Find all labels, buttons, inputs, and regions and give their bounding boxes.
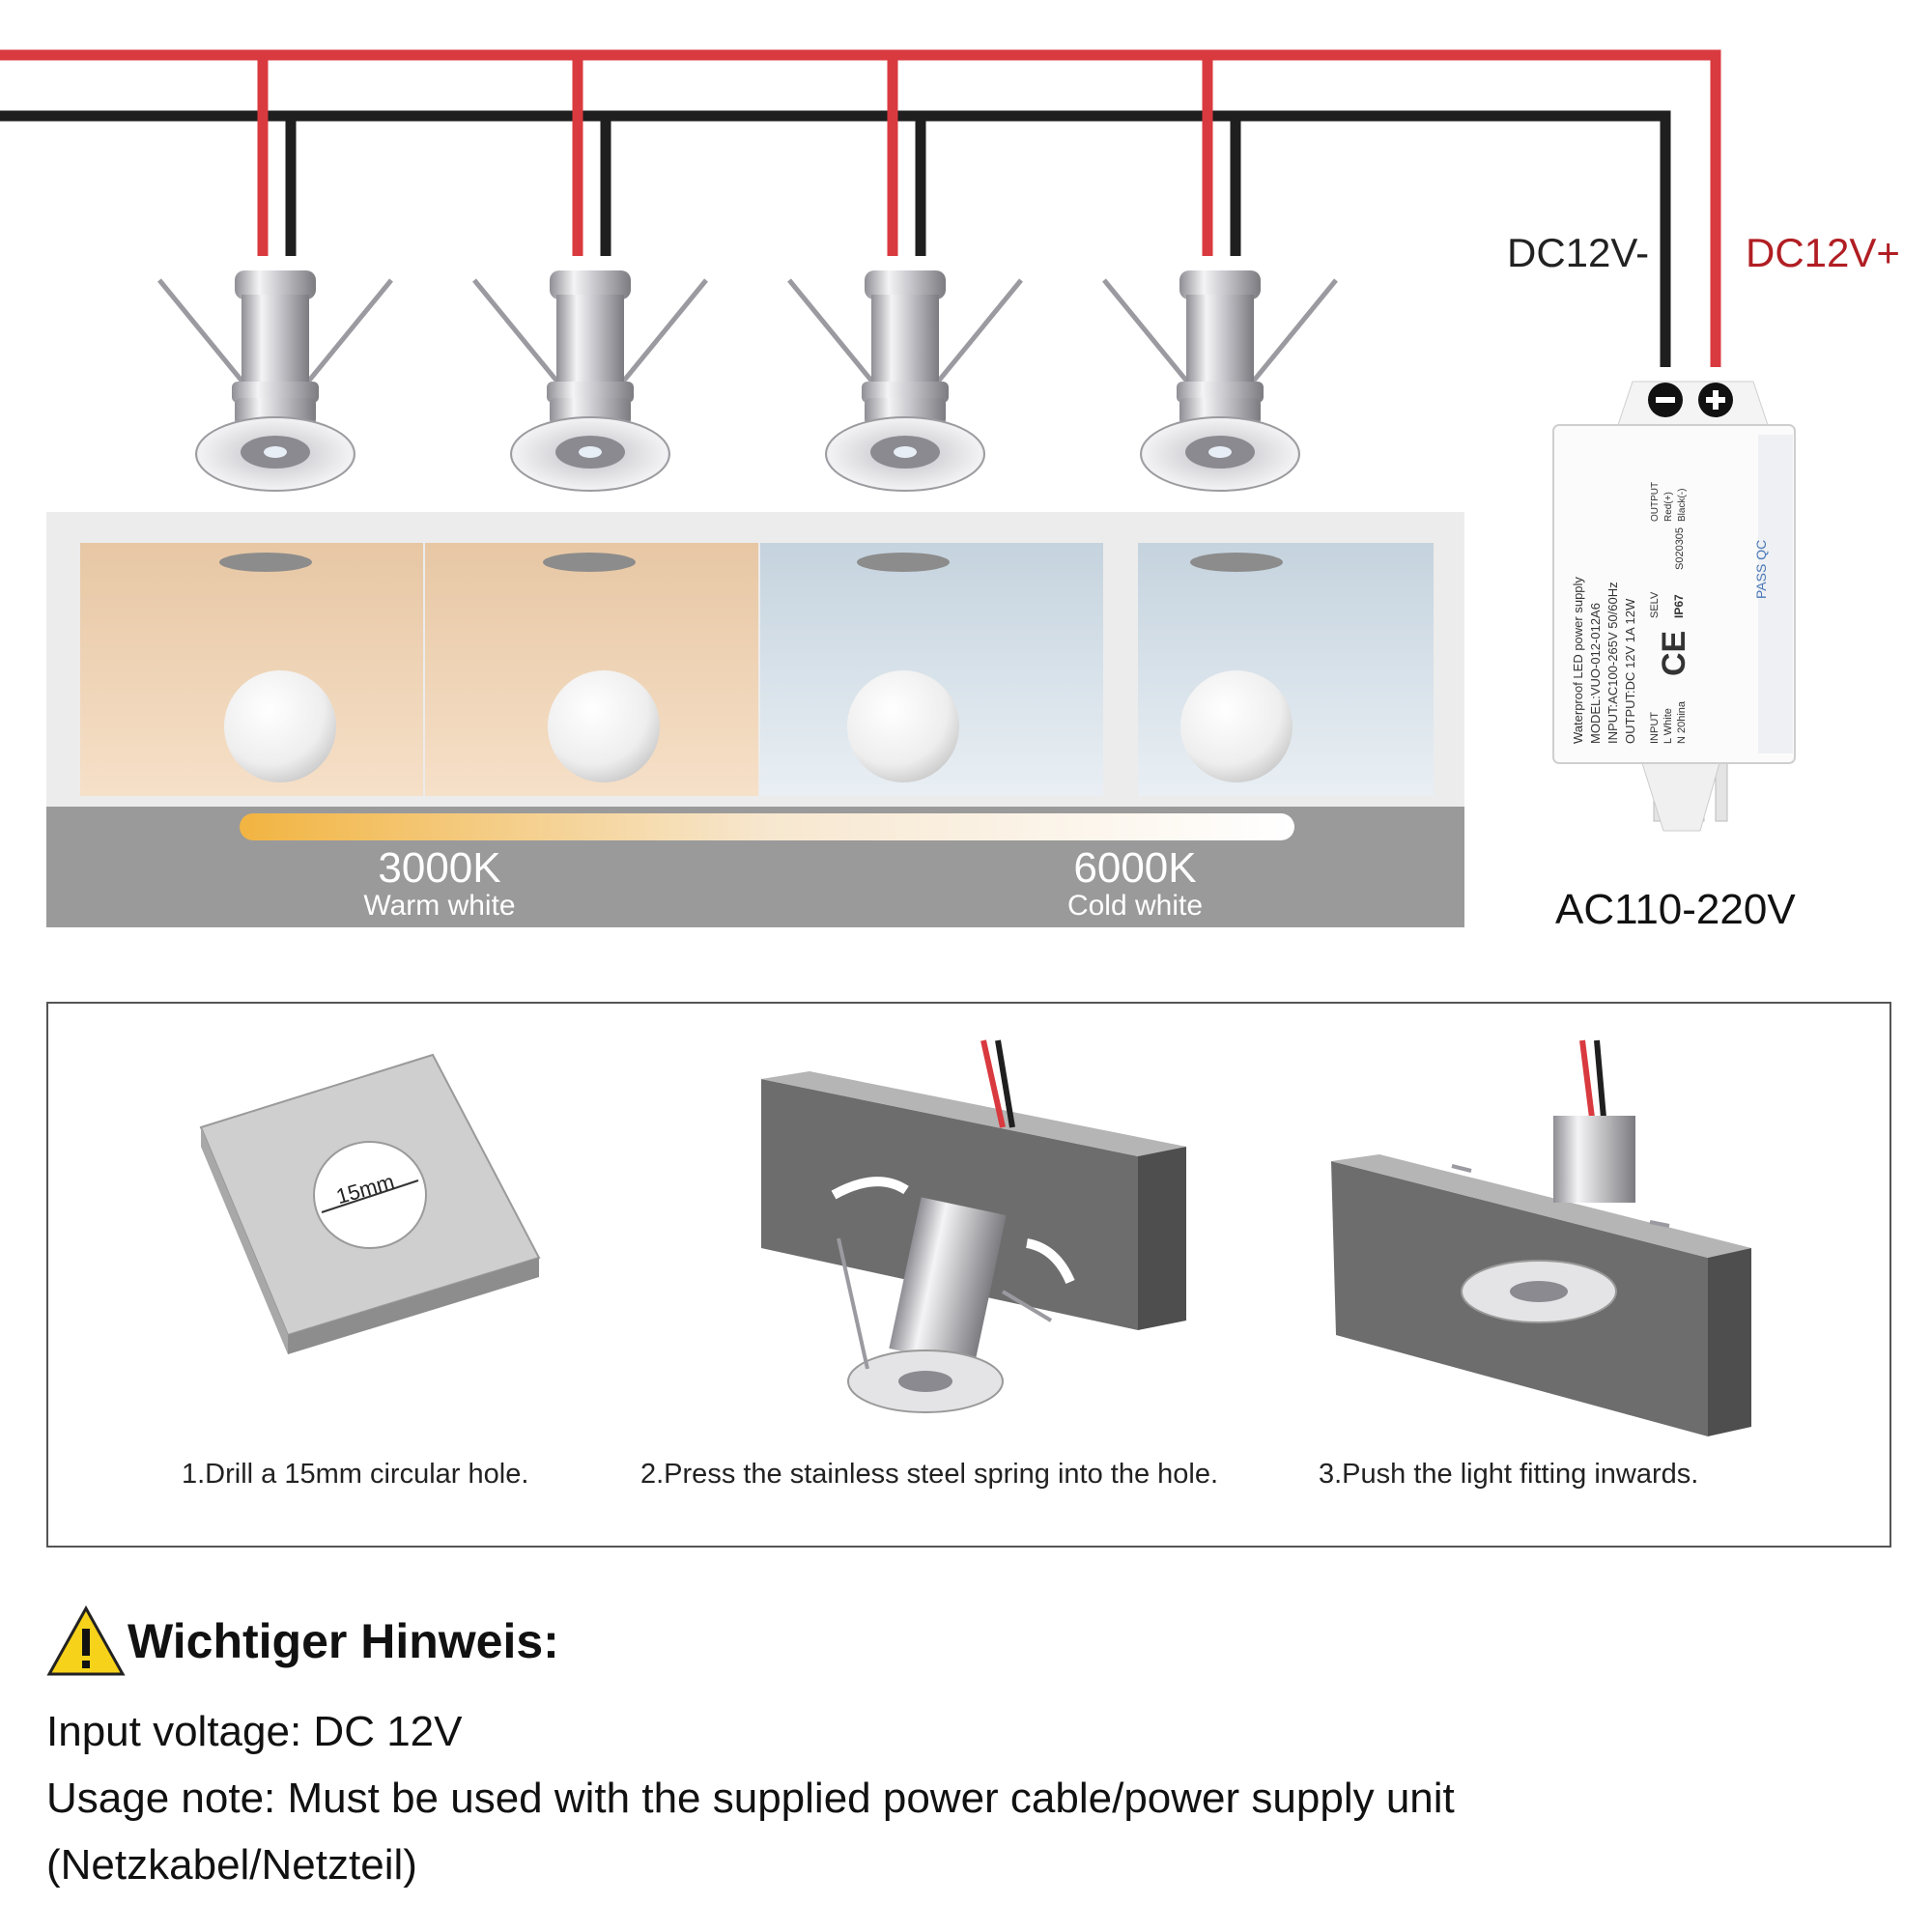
psu-input-n: N 20hina xyxy=(1676,700,1688,744)
psu-output-red: Red(+) xyxy=(1663,492,1674,522)
notice-line-2: Usage note: Must be used with the suppli… xyxy=(46,1775,1455,1822)
dc-positive-label: DC12V+ xyxy=(1746,230,1900,275)
warning-icon xyxy=(46,1605,126,1676)
power-supply-label: Waterproof LED power supply MODEL:VUO-01… xyxy=(1563,444,1785,753)
step-2-caption: 2.Press the stainless steel spring into … xyxy=(640,1459,1219,1490)
light-drop-wires xyxy=(257,55,1241,256)
color-temperature-panel xyxy=(46,512,1464,927)
spotlight-1 xyxy=(159,270,391,491)
cold-kelvin-value: 6000K xyxy=(1073,844,1197,892)
power-supply xyxy=(1552,381,1796,832)
psu-output-black: Black(-) xyxy=(1677,489,1688,522)
dc-negative-label: DC12V- xyxy=(1507,230,1650,275)
ce-mark: CE xyxy=(1656,631,1692,676)
psu-line-2: MODEL:VUO-012-012A6 xyxy=(1588,603,1603,744)
psu-code: S020305 xyxy=(1674,527,1686,570)
cold-kelvin-label: Cold white xyxy=(1066,890,1204,922)
step3-illustration xyxy=(1331,1039,1751,1436)
pass-qc-stamp: PASS QC xyxy=(1753,540,1769,599)
warm-kelvin-value: 3000K xyxy=(378,844,501,892)
warm-kelvin: 3000K Warm white xyxy=(328,847,551,921)
psu-selv: SELV xyxy=(1649,591,1661,618)
spotlight-2 xyxy=(474,270,706,491)
installation-panel xyxy=(46,1002,1891,1548)
step1-plate: 15mm xyxy=(199,1053,541,1354)
step2-illustration xyxy=(761,1039,1186,1413)
ac-input-label: AC110-220V xyxy=(1555,886,1796,933)
step-3-caption: 3.Push the light fitting inwards. xyxy=(1319,1459,1699,1490)
psu-output-header: OUTPUT xyxy=(1650,482,1661,522)
warm-kelvin-label: Warm white xyxy=(363,890,516,922)
psu-line-1: Waterproof LED power supply xyxy=(1571,577,1585,744)
notice-title: Wichtiger Hinweis: xyxy=(128,1614,559,1668)
psu-input-white: L White xyxy=(1662,708,1674,744)
psu-input-header: INPUT xyxy=(1649,712,1661,744)
cold-kelvin: 6000K Cold white xyxy=(1024,847,1246,921)
installation-illustrations: 15mm xyxy=(199,1039,1751,1436)
wiring-diagram xyxy=(0,49,1796,927)
step-1-caption: 1.Drill a 15mm circular hole. xyxy=(182,1459,529,1490)
psu-line-3: INPUT:AC100-265V 50/60Hz xyxy=(1605,582,1620,744)
spotlight-4 xyxy=(1104,270,1336,491)
notice-line-3: (Netzkabel/Netzteil) xyxy=(46,1841,417,1889)
psu-line-4: OUTPUT:DC 12V 1A 12W xyxy=(1623,598,1637,744)
spotlight-3 xyxy=(789,270,1021,491)
psu-ip-rating: IP67 xyxy=(1672,594,1686,618)
notice-line-1: Input voltage: DC 12V xyxy=(46,1708,463,1755)
